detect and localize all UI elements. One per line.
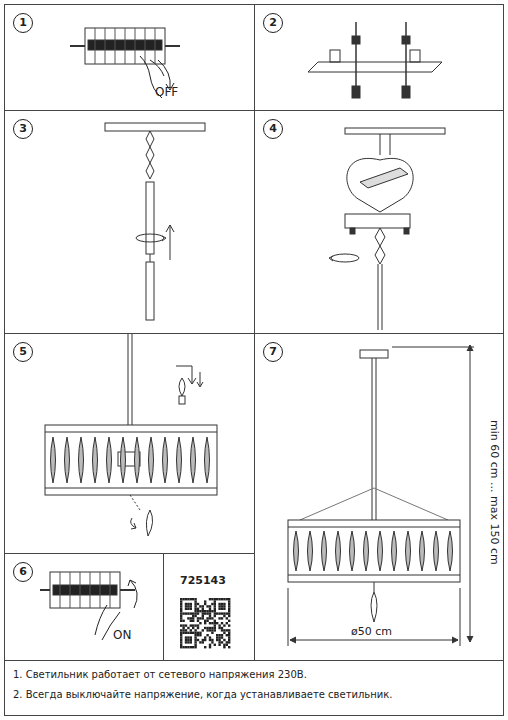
step-panel: 1OFF	[4, 4, 255, 111]
callout-number: 6	[13, 562, 33, 582]
step-panel: 3	[4, 110, 255, 334]
article-number: 725143	[180, 574, 226, 587]
step-panel: 5	[4, 333, 255, 554]
callout-number: 5	[13, 342, 33, 362]
callout-number: 4	[263, 119, 283, 139]
callout-number: 2	[263, 13, 283, 33]
step-panel: 7 min 60 cm ... max 150 cm ø50 cm	[254, 333, 504, 661]
notes-panel: 1. Светильник работает от сетевого напря…	[4, 660, 504, 716]
step-panel: 4	[254, 110, 504, 334]
callout-number: 3	[13, 119, 33, 139]
switch-label: OFF	[155, 85, 178, 99]
note-text: 1. Светильник работает от сетевого напря…	[13, 669, 307, 681]
callout-number: 7	[263, 342, 283, 362]
note-text: 2. Всегда выключайте напряжение, когда у…	[13, 689, 393, 701]
dimension: ø50 cm	[351, 625, 392, 638]
callout-number: 1	[13, 13, 33, 33]
dimension: min 60 cm ... max 150 cm	[488, 420, 501, 565]
step-panel: 2	[254, 4, 504, 111]
step-panel: 6ON	[4, 553, 164, 661]
switch-label: ON	[113, 628, 131, 642]
